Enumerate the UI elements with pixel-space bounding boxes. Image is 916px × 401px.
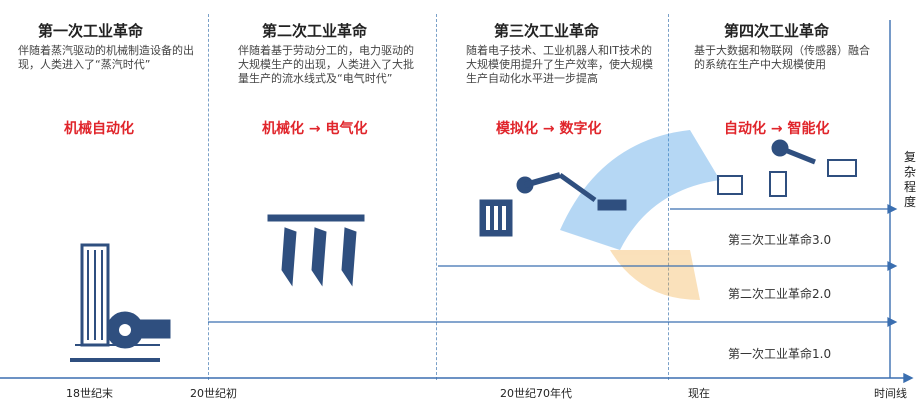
- x-label-now: 现在: [688, 387, 710, 400]
- column-4-tag: 自动化 → 智能化: [724, 121, 830, 137]
- column-2-tag: 机械化 → 电气化: [262, 121, 368, 137]
- column-3-tag: 模拟化 → 数字化: [496, 121, 602, 137]
- complexity-axis-label: 复杂程度: [904, 150, 916, 209]
- column-2-desc: 伴随着基于劳动分工的，电力驱动的大规模生产的出现，人类进入了大批量生产的流水线式…: [238, 44, 414, 85]
- column-3-title: 第三次工业革命: [494, 22, 600, 40]
- column-1-tag: 机械自动化: [64, 121, 134, 137]
- divider-2: [436, 14, 437, 380]
- x-axis: [0, 372, 914, 384]
- column-1-desc: 伴随着蒸汽驱动的机械制造设备的出现，人类进入了“蒸汽时代”: [18, 44, 194, 71]
- level-1-label: 第一次工业革命1.0: [728, 347, 832, 361]
- steam-machine-icon: [70, 243, 171, 362]
- assembly-line-icon: [267, 214, 365, 287]
- column-4-title: 第四次工业革命: [724, 22, 830, 40]
- industrial-robot-icon: [479, 172, 627, 237]
- divider-1: [208, 14, 209, 380]
- divider-3: [668, 14, 669, 380]
- x-label-timeline: 时间线: [874, 387, 907, 400]
- level-3-label: 第三次工业革命3.0: [728, 233, 832, 247]
- x-label-18th-century: 18世纪末: [66, 387, 113, 400]
- column-1-title: 第一次工业革命: [38, 22, 144, 40]
- x-label-early-20th-century: 20世纪初: [190, 387, 237, 400]
- iot-devices-icon: [717, 139, 857, 197]
- column-4-desc: 基于大数据和物联网（传感器）融合的系统在生产中大规模使用: [694, 44, 870, 71]
- column-3-desc: 随着电子技术、工业机器人和IT技术的大规模使用提升了生产效率，使大规模生产自动化…: [466, 44, 653, 85]
- x-label-1970s: 20世纪70年代: [500, 387, 572, 400]
- watermark: [560, 130, 720, 300]
- level-2-label: 第二次工业革命2.0: [728, 287, 832, 301]
- column-2-title: 第二次工业革命: [262, 22, 368, 40]
- level-lines: [208, 204, 898, 327]
